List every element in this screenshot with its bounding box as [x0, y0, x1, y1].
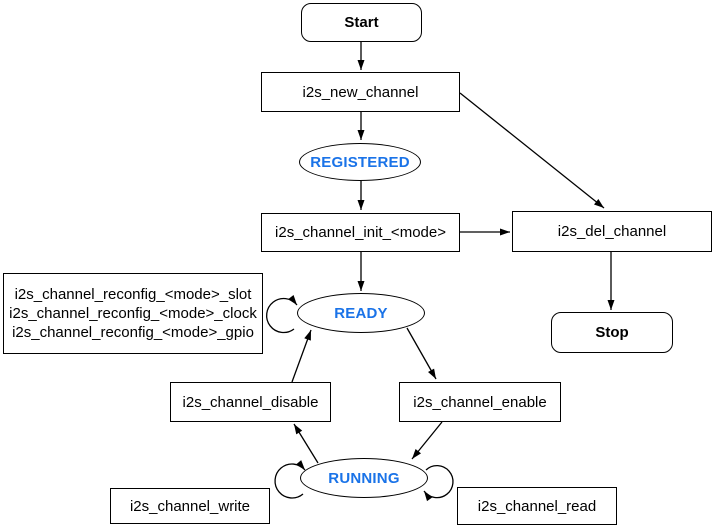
node-i2s-channel-enable: i2s_channel_enable: [399, 382, 561, 422]
node-i2s-channel-enable-label: i2s_channel_enable: [413, 393, 547, 411]
node-i2s-channel-write: i2s_channel_write: [110, 488, 270, 524]
node-i2s-channel-init: i2s_channel_init_<mode>: [261, 213, 460, 252]
node-i2s-new-channel-label: i2s_new_channel: [302, 83, 419, 101]
node-state-ready: READY: [297, 293, 425, 333]
reconfig-clock-label: i2s_channel_reconfig_<mode>_clock: [9, 305, 257, 322]
loop-ready-reconfig: [266, 294, 298, 334]
node-state-ready-label: READY: [334, 304, 388, 322]
node-i2s-channel-disable-label: i2s_channel_disable: [182, 393, 319, 411]
reconfig-slot-label: i2s_channel_reconfig_<mode>_slot: [14, 286, 252, 303]
edge-running-to-disable: [293, 423, 319, 464]
node-state-running: RUNNING: [300, 458, 428, 498]
node-state-running-label: RUNNING: [328, 469, 400, 487]
edge-enable-to-running: [411, 421, 443, 460]
loop-running-read: [423, 465, 454, 502]
node-reconfig-functions: i2s_channel_reconfig_<mode>_slot i2s_cha…: [3, 273, 263, 354]
edge-ready-to-enable: [406, 327, 437, 380]
node-i2s-channel-init-label: i2s_channel_init_<mode>: [275, 224, 446, 241]
node-stop-label: Stop: [595, 324, 629, 341]
node-i2s-del-channel-label: i2s_del_channel: [557, 223, 667, 240]
node-state-registered: REGISTERED: [299, 143, 421, 181]
node-start: Start: [301, 3, 422, 42]
loop-running-write: [274, 460, 306, 499]
edge-new-channel-to-del-channel: [459, 92, 605, 209]
node-i2s-channel-read-label: i2s_channel_read: [477, 497, 597, 515]
node-i2s-new-channel: i2s_new_channel: [261, 72, 460, 112]
edge-disable-to-ready: [291, 329, 312, 383]
node-i2s-channel-disable: i2s_channel_disable: [170, 382, 331, 422]
node-state-registered-label: REGISTERED: [310, 153, 410, 171]
node-i2s-channel-read: i2s_channel_read: [457, 487, 617, 525]
node-i2s-del-channel: i2s_del_channel: [512, 211, 712, 252]
node-start-label: Start: [344, 14, 379, 31]
node-i2s-channel-write-label: i2s_channel_write: [129, 497, 251, 515]
reconfig-gpio-label: i2s_channel_reconfig_<mode>_gpio: [12, 324, 254, 341]
node-stop: Stop: [551, 312, 673, 353]
